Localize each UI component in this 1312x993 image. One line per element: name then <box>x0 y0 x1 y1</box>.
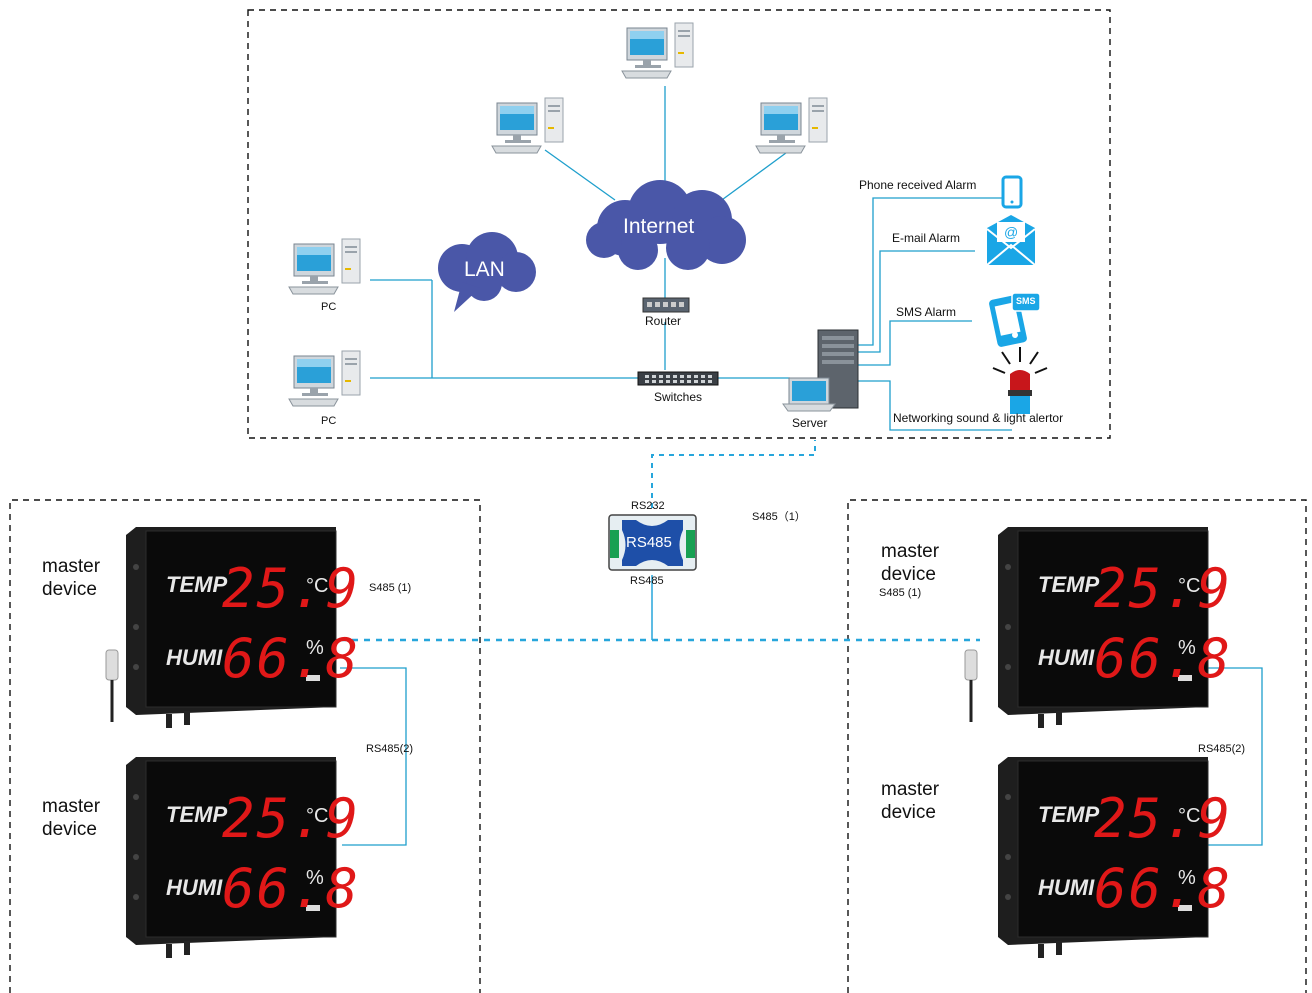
network-frame <box>247 9 1111 439</box>
humi-value: 66.8 <box>1094 627 1233 690</box>
right-rs485-2-link <box>1195 667 1263 846</box>
humi-label: HUMI <box>166 645 223 670</box>
right-device-2-display: TEMP 25.9 °C HUMI 66.8 % <box>998 757 1230 947</box>
pc-lower-label: PC <box>321 415 337 427</box>
rs232-label: RS232 <box>631 500 665 512</box>
phone-alarm-label: Phone received Alarm <box>859 178 977 192</box>
right-device-frame <box>847 499 1307 993</box>
sms-phone-icon <box>989 292 1041 347</box>
left-rs485-2-label: RS485(2) <box>366 743 414 755</box>
temp-label: TEMP <box>166 572 228 597</box>
temp-value: 25.9 <box>1094 787 1233 850</box>
network-links <box>370 86 1012 431</box>
switches-icon <box>637 371 719 386</box>
left-device-frame <box>9 499 481 993</box>
pc-top-icon <box>621 22 694 79</box>
rs485-converter-icon <box>608 514 697 571</box>
lan-cloud-icon <box>438 232 536 312</box>
humi-label: HUMI <box>166 875 223 900</box>
router-label: Router <box>645 314 682 328</box>
sound-light-alarm-label: Networking sound & light alertor <box>893 411 1064 425</box>
humi-unit: % <box>306 867 324 889</box>
rs485-label: RS485 <box>630 575 664 587</box>
temp-value: 25.9 <box>222 787 361 850</box>
email-icon <box>986 215 1036 266</box>
sms-alarm-label: SMS Alarm <box>896 305 957 319</box>
temp-unit: °C <box>306 805 329 827</box>
phone-icon <box>1001 175 1023 209</box>
rs232-link <box>651 440 816 508</box>
humi-unit: % <box>1178 867 1196 889</box>
alarm-light-icon <box>992 347 1048 414</box>
humi-value: 66.8 <box>222 857 361 920</box>
left-device-1-display: TEMP 25.9 °C HUMI 66.8 % <box>126 527 358 717</box>
left-device-2-display: TEMP 25.9 °C HUMI 66.8 % <box>126 757 358 947</box>
s485-right-label: S485 (1) <box>879 587 922 599</box>
router-icon <box>642 297 690 313</box>
s485-center-label: S485（1） <box>752 511 806 523</box>
humi-label: HUMI <box>1038 645 1095 670</box>
temp-value: 25.9 <box>222 557 361 620</box>
right-rs485-2-label: RS485(2) <box>1198 743 1246 755</box>
switches-label: Switches <box>654 390 703 404</box>
temp-value: 25.9 <box>1094 557 1233 620</box>
left-rs485-2-link <box>340 667 407 846</box>
humi-value: 66.8 <box>1094 857 1233 920</box>
pc-right-icon <box>755 97 828 154</box>
server-icon <box>782 329 859 412</box>
lan-label: LAN <box>464 258 505 281</box>
pc-lower-icon <box>288 350 361 407</box>
pc-lan-icon <box>288 238 361 295</box>
humi-unit: % <box>1178 637 1196 659</box>
humi-label: HUMI <box>1038 875 1095 900</box>
humi-value: 66.8 <box>222 627 361 690</box>
temp-unit: °C <box>1178 575 1201 597</box>
right-device-1-display: TEMP 25.9 °C HUMI 66.8 % <box>998 527 1230 717</box>
temp-unit: °C <box>306 575 329 597</box>
pc-lan-label: PC <box>321 301 337 313</box>
right-sensor-probe-icon <box>964 649 978 722</box>
humi-unit: % <box>306 637 324 659</box>
sms-badge: SMS <box>1016 296 1036 306</box>
internet-cloud-icon <box>586 180 746 270</box>
email-at-symbol: @ <box>1004 224 1019 240</box>
temp-unit: °C <box>1178 805 1201 827</box>
temp-label: TEMP <box>1038 802 1100 827</box>
server-label: Server <box>792 416 828 430</box>
email-alarm-label: E-mail Alarm <box>892 231 961 245</box>
temp-label: TEMP <box>1038 572 1100 597</box>
pc-left-icon <box>491 97 564 154</box>
left-sensor-probe-icon <box>105 649 119 722</box>
s485-left-label: S485 (1) <box>369 582 412 594</box>
temp-label: TEMP <box>166 802 228 827</box>
converter-body-label: RS485 <box>626 534 672 551</box>
internet-label: Internet <box>623 215 695 238</box>
